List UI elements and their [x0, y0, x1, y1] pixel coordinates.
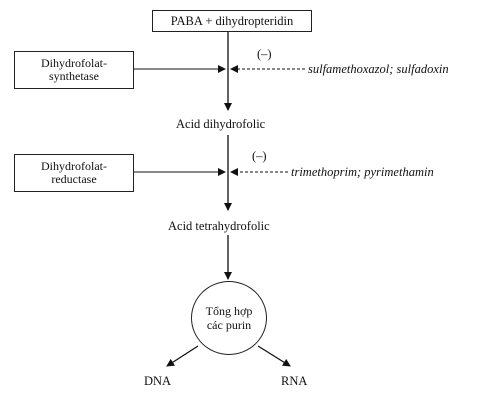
circle-label-line2: các purin — [206, 318, 252, 332]
circle-label-line1: Tổng hợp — [205, 304, 253, 318]
enzyme1-box: Dihydrofolat- synthetase — [14, 51, 134, 89]
enzyme2-label-line1: Dihydrofolat- — [41, 159, 107, 173]
inhibit1-sign: (–) — [257, 47, 272, 61]
enzyme1-label-line1: Dihydrofolat- — [41, 56, 107, 70]
enzyme2-box: Dihydrofolat- reductase — [14, 154, 134, 192]
top-box-label: PABA + dihydropteridin — [170, 13, 294, 28]
inhibit2-drugs: trimethoprim; pyrimethamin — [291, 165, 434, 179]
output-rna: RNA — [281, 374, 308, 388]
inhibit2-sign: (–) — [252, 149, 267, 163]
product2-tetrahydrofolic: Acid tetrahydrofolic — [168, 219, 270, 233]
purine-synthesis-circle: Tổng hợp các purin — [191, 281, 267, 355]
inhibit1-drugs: sulfamethoxazol; sulfadoxin — [308, 62, 449, 76]
arrow-circle-to-dna — [166, 345, 199, 367]
enzyme2-label-line2: reductase — [51, 172, 97, 186]
product1-dihydrofolic: Acid dihydrofolic — [176, 117, 266, 131]
enzyme1-label-line2: synthetase — [49, 69, 99, 83]
top-box-paba: PABA + dihydropteridin — [152, 10, 312, 32]
output-dna: DNA — [144, 374, 172, 388]
arrow-circle-to-rna — [257, 345, 291, 367]
